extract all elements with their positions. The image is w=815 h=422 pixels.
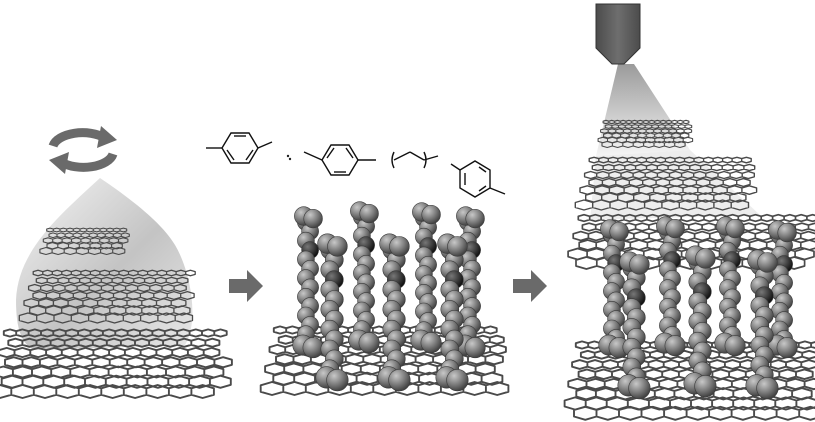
atom-sphere bbox=[694, 375, 717, 398]
atom-sphere bbox=[421, 204, 441, 225]
atom-sphere bbox=[629, 254, 650, 275]
atom-sphere bbox=[359, 203, 379, 224]
atom-sphere bbox=[388, 369, 411, 392]
process-arrow bbox=[229, 270, 263, 302]
atom-sphere bbox=[465, 208, 485, 229]
atom-sphere bbox=[446, 369, 469, 392]
molecular-pillars bbox=[598, 216, 798, 400]
atom-sphere bbox=[724, 335, 746, 357]
graphene-sheet-medium bbox=[18, 269, 196, 324]
atom-sphere bbox=[756, 377, 779, 400]
molecule-structure-alkyl-benzene bbox=[303, 144, 439, 176]
panel-probe-imaging bbox=[563, 3, 815, 421]
atom-sphere bbox=[628, 377, 651, 400]
atom-sphere bbox=[665, 218, 685, 239]
atom-sphere bbox=[664, 335, 686, 357]
graphene-sheet-small bbox=[39, 227, 130, 256]
atom-sphere bbox=[695, 248, 716, 269]
molecular-pillars bbox=[292, 201, 486, 392]
graphene-sheet-medium bbox=[574, 156, 758, 211]
atom-sphere bbox=[420, 332, 442, 354]
atom-sphere bbox=[777, 222, 797, 243]
atom-sphere bbox=[757, 252, 778, 273]
atom-sphere bbox=[447, 236, 468, 257]
probe-cone-lower bbox=[590, 150, 760, 220]
molecule-structure-tolyl bbox=[450, 160, 506, 198]
graphene-sheet-small bbox=[597, 119, 694, 149]
rotate-arrows-icon bbox=[48, 126, 118, 174]
atom-sphere bbox=[725, 218, 745, 239]
atom-sphere bbox=[326, 369, 349, 392]
panel-functionalization bbox=[206, 132, 510, 396]
atom-sphere bbox=[303, 208, 323, 229]
separator-dots bbox=[286, 154, 292, 161]
atom-sphere bbox=[609, 221, 629, 242]
atom-sphere bbox=[776, 337, 798, 359]
panel-exfoliation bbox=[0, 126, 233, 399]
microscope-tip-icon bbox=[595, 3, 641, 65]
atom-sphere bbox=[389, 236, 410, 257]
atom-sphere bbox=[302, 337, 324, 359]
molecule-structure-xylene bbox=[206, 132, 273, 164]
process-arrow bbox=[513, 270, 547, 302]
atom-sphere bbox=[464, 337, 486, 359]
graphene-substrate bbox=[0, 328, 233, 399]
atom-sphere bbox=[327, 236, 348, 257]
atom-sphere bbox=[358, 332, 380, 354]
light-cone bbox=[16, 178, 193, 350]
